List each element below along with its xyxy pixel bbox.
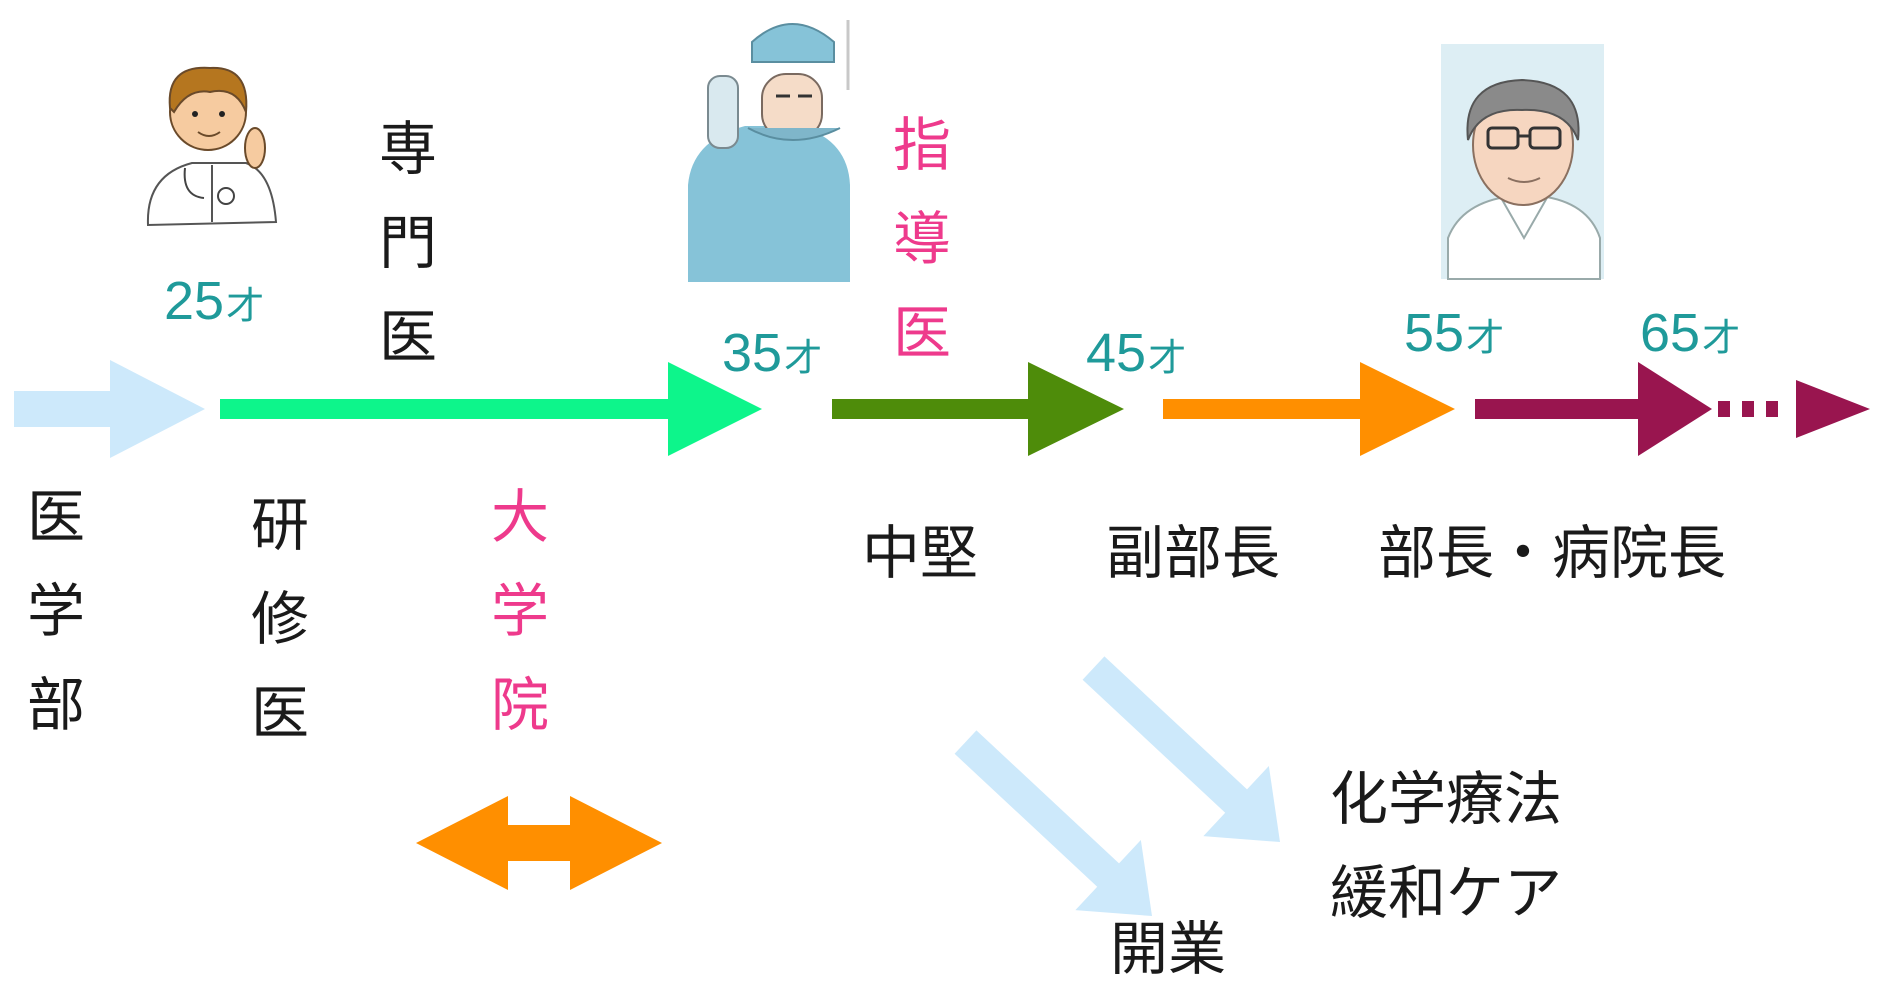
arrow-medical-school <box>14 360 205 458</box>
label-residency: 研修医 <box>250 491 309 747</box>
branch-arrow-practice <box>954 730 1152 916</box>
dash-2 <box>1742 401 1754 417</box>
label-supervising: 指導医 <box>892 111 951 367</box>
label-specialist: 専門医 <box>378 115 437 371</box>
label-palliative: 緩和ケア <box>1330 859 1563 927</box>
dash-3 <box>1766 401 1778 417</box>
senior-doctor-icon <box>1441 44 1604 280</box>
label-chemo: 化学療法 <box>1330 765 1563 833</box>
young-doctor-icon <box>146 66 278 227</box>
arrow-director <box>1475 362 1712 456</box>
dash-1 <box>1718 401 1730 417</box>
label-mid-career: 中堅 <box>862 519 979 587</box>
label-practice: 開業 <box>1110 915 1227 983</box>
age-55: 55才 <box>1404 303 1505 363</box>
age-25: 25才 <box>164 271 265 331</box>
age-65: 65才 <box>1640 303 1741 363</box>
double-arrow-graduate-school <box>416 796 662 890</box>
arrow-continuation-head <box>1796 380 1870 438</box>
label-medical-school: 医学部 <box>26 483 85 739</box>
label-director: 部長・病院長 <box>1378 519 1727 587</box>
surgeon-icon <box>688 20 850 282</box>
label-graduate-school: 大学院 <box>490 483 549 739</box>
arrow-specialist <box>220 362 762 456</box>
branch-arrow-chemo <box>1082 656 1280 842</box>
arrow-vice-director <box>1163 362 1455 456</box>
age-35: 35才 <box>722 323 823 383</box>
age-45: 45才 <box>1086 323 1187 383</box>
arrow-mid-career <box>832 362 1124 456</box>
label-vice-director: 副部長 <box>1106 519 1281 587</box>
